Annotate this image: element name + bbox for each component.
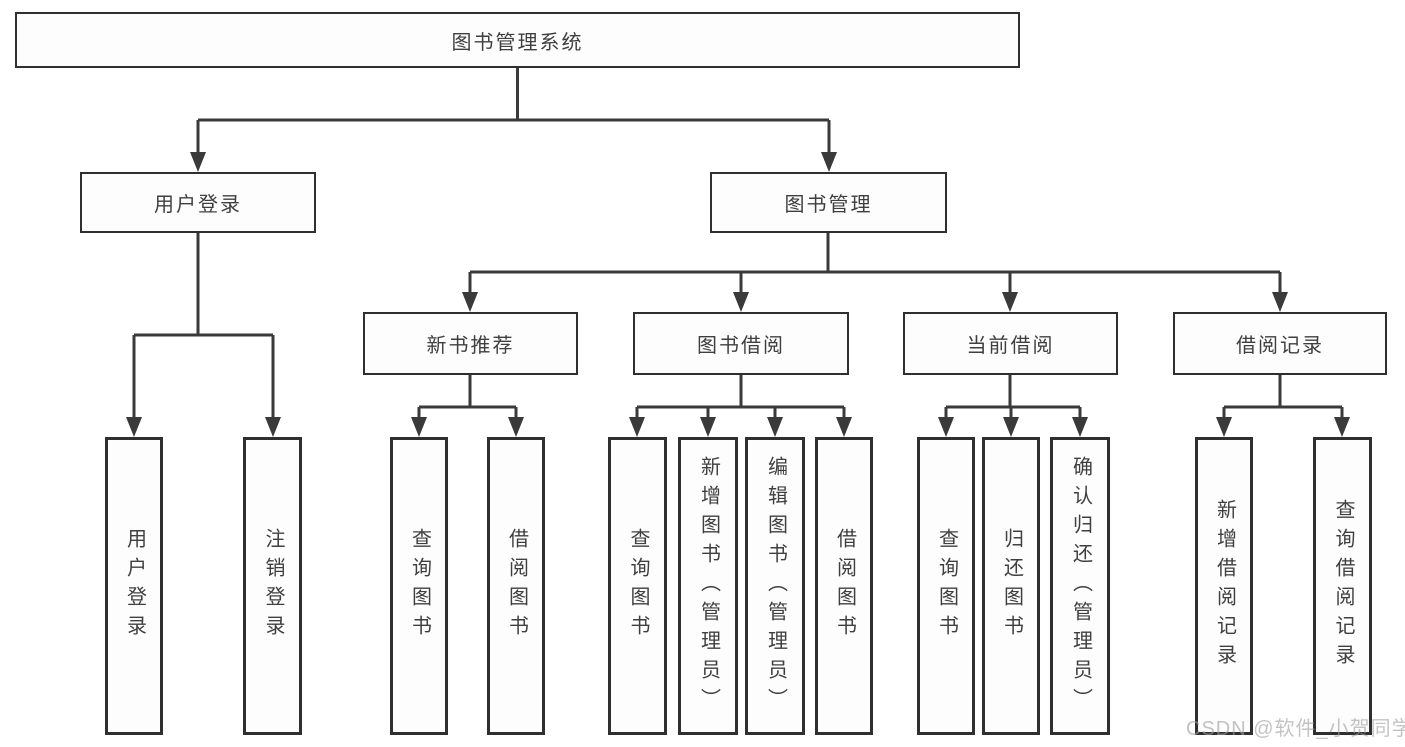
node-borrowing-records: 借阅记录 [1173, 312, 1387, 375]
node-leaf-borrow-books-recommend: 借阅图书 [487, 437, 545, 735]
node-new-book-recommend: 新书推荐 [363, 312, 578, 375]
node-label: 图书借阅 [697, 335, 785, 357]
node-current-borrowing: 当前借阅 [903, 312, 1118, 375]
node-label: 用户登录 [154, 194, 242, 216]
node-leaf-query-borrow-record: 查询借阅记录 [1313, 437, 1372, 735]
node-leaf-add-books-admin: 新增图书（管理员） [678, 437, 738, 735]
node-label: 借阅图书 [505, 528, 528, 644]
node-leaf-query-books-borrowing: 查询图书 [608, 437, 667, 735]
node-label: 确认归还（管理员） [1069, 455, 1092, 717]
node-label: 图书管理系统 [451, 31, 584, 54]
node-leaf-user-login: 用户登录 [105, 437, 163, 735]
node-leaf-add-borrow-record: 新增借阅记录 [1195, 437, 1253, 735]
node-book-management-module: 图书管理 [710, 172, 947, 233]
node-label: 当前借阅 [966, 335, 1055, 357]
node-label: 借阅图书 [833, 528, 856, 644]
csdn-watermark: CSDN @软件_小贺同学 [1186, 718, 1405, 740]
node-label: 借阅记录 [1236, 335, 1324, 357]
node-label: 注销登录 [262, 528, 284, 644]
node-label: 用户登录 [123, 528, 146, 644]
node-label: 查询图书 [627, 528, 649, 644]
node-leaf-logout: 注销登录 [243, 437, 302, 735]
node-user-login-module: 用户登录 [80, 172, 316, 233]
node-label: 新增图书（管理员） [697, 455, 720, 717]
node-leaf-return-books: 归还图书 [982, 437, 1040, 735]
node-label: 图书管理 [784, 194, 873, 216]
node-label: 查询图书 [935, 528, 958, 644]
node-label: 归还图书 [1000, 528, 1023, 644]
node-label: 新书推荐 [426, 335, 515, 357]
node-label: 编辑图书（管理员） [764, 455, 787, 717]
arrowhead-icons [126, 152, 1350, 437]
node-label: 查询图书 [408, 528, 431, 644]
node-leaf-edit-books-admin: 编辑图书（管理员） [745, 437, 805, 735]
node-book-borrowing: 图书借阅 [633, 312, 849, 375]
node-leaf-query-books-current: 查询图书 [917, 437, 975, 735]
node-label: 查询借阅记录 [1332, 499, 1354, 673]
node-root-system: 图书管理系统 [15, 12, 1020, 68]
node-leaf-confirm-return-admin: 确认归还（管理员） [1050, 437, 1110, 735]
node-leaf-query-books-recommend: 查询图书 [390, 437, 448, 735]
node-leaf-borrow-books: 借阅图书 [815, 437, 873, 735]
node-label: 新增借阅记录 [1213, 499, 1236, 673]
